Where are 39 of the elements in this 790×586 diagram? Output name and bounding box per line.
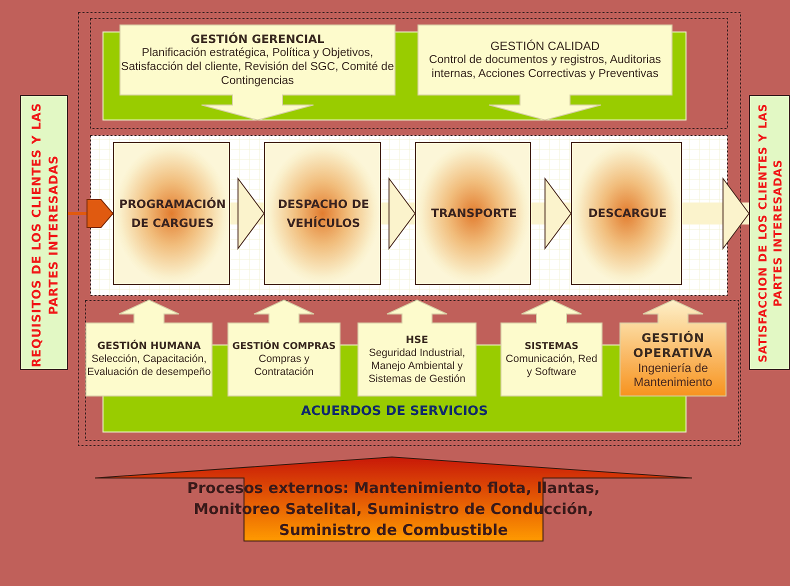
process-box <box>415 142 531 285</box>
band-label: ACUERDOS DE SERVICIOS <box>300 404 489 419</box>
process-box <box>113 142 230 285</box>
heading: GESTIÓN COMPRAS <box>232 340 336 353</box>
callout-arrow-box <box>86 300 212 396</box>
heading: GESTIÓN HUMANA <box>97 340 201 353</box>
side-panel <box>749 95 790 370</box>
description: Seguridad Industrial, Manejo Ambiental y Sistemas de Gestión <box>368 346 466 386</box>
block-arrow <box>230 178 264 249</box>
callout-arrow-box <box>620 300 726 396</box>
process-label: DESCARGUE <box>588 205 667 222</box>
heading: GESTIÓN GERENCIAL <box>190 32 324 46</box>
callout-arrow-box <box>358 300 476 396</box>
process-box <box>264 142 381 285</box>
description: Compras y Contratación <box>253 353 315 379</box>
heading: SISTEMAS <box>524 340 578 353</box>
description: Selección, Capacitación, Evaluación de desempeño <box>87 353 211 379</box>
callout-arrow-box <box>120 25 395 120</box>
process-box <box>571 142 682 285</box>
heading: HSE <box>406 334 428 346</box>
block-arrow <box>531 178 572 249</box>
heading: GESTIÓN OPERATIVA <box>632 330 714 360</box>
description: Comunicación, Red y Software <box>504 353 598 379</box>
description: Planificación estratégica, Política y Objetivos, Satisfacción del cliente, Revisión del SGC, Comité de Contingencias <box>120 46 395 88</box>
process-label: PROGRAMACIÓN DE CARGUES <box>118 196 227 232</box>
callout-arrow-box <box>418 25 672 120</box>
description: Control de documentos y registros, Auditorias internas, Acciones Correctivas y Preventivas <box>428 53 662 81</box>
external-arrow-shape <box>95 455 692 542</box>
side-label: SATISFACCION DE LOS CLIENTES Y LAS PARTES INTERESADAS <box>756 102 786 364</box>
side-label: REQUISITOS DE LOS CLIENTES Y LAS PARTES INTERESADAS <box>28 102 61 367</box>
block-arrow <box>682 178 750 249</box>
process-label: TRANSPORTE <box>431 205 517 222</box>
callout-arrow-box <box>501 300 602 396</box>
callout-arrow-box <box>228 300 340 396</box>
heading: GESTIÓN CALIDAD <box>490 39 600 53</box>
description: Ingeniería de Mantenimiento <box>632 360 714 388</box>
side-panel <box>20 95 68 370</box>
process-label: DESPACHO DE VEHÍCULOS <box>276 196 370 232</box>
block-arrow <box>381 178 416 249</box>
